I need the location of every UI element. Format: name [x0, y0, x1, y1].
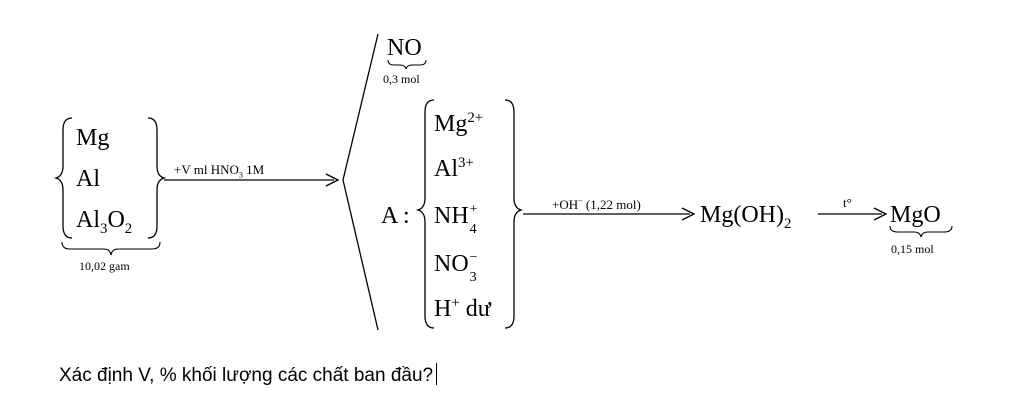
reactant-mg: Mg	[76, 125, 110, 151]
product-amount: 0,15 mol	[891, 242, 934, 256]
ion-al-charge: 3+	[458, 155, 474, 171]
arrow-1-label-sub: 3	[238, 170, 243, 180]
hydroxide-main: Mg(OH)	[700, 202, 784, 228]
arrow-2-label-charge: −	[578, 196, 583, 206]
al2o3-sub-3: 2	[124, 220, 133, 237]
gas-underbrace	[387, 59, 427, 70]
ion-nh4-sub: 4	[469, 222, 477, 237]
ion-no3-scripts: −3	[469, 251, 479, 285]
reactant-al: Al	[76, 166, 100, 192]
solution-right-brace	[504, 99, 524, 329]
al2o3-sub-2: 3	[100, 220, 108, 237]
solution-ion-nh4: NH+4	[434, 203, 479, 237]
ion-h-charge: +	[451, 295, 460, 311]
gas-amount: 0,3 mol	[383, 72, 420, 86]
ion-h-symbol: H	[434, 296, 452, 322]
product-underbrace	[889, 225, 953, 238]
ion-mg-symbol: Mg	[434, 111, 468, 137]
arrow-1-head	[325, 173, 340, 187]
ion-nh4-symbol: NH	[434, 203, 469, 229]
arrow-3-label: t°	[843, 195, 852, 210]
ion-mg-charge: 2+	[467, 110, 484, 126]
solution-ion-mg: Mg2+	[434, 110, 484, 137]
ion-no3-charge: −	[469, 250, 478, 265]
reactant-mass-label: 10,02 gam	[79, 259, 130, 273]
arrow-2-head	[681, 207, 696, 221]
arrow-2-label-suffix: (1,22 mol)	[582, 197, 641, 212]
split-line-upper	[342, 33, 379, 181]
hydroxide-sub: 2	[784, 215, 792, 232]
reactant-right-brace	[147, 117, 167, 239]
arrow-1-label-suffix: 1M	[242, 162, 265, 177]
solution-ion-h: H+ dư	[434, 295, 491, 322]
reactant-al2o3: Al3O2	[76, 207, 132, 236]
question-text: Xác định V, % khối lượng các chất ban đầ…	[59, 363, 438, 386]
hydroxide-formula: Mg(OH)2	[700, 202, 791, 231]
reactant-left-brace	[53, 117, 73, 239]
solution-label: A :	[381, 203, 410, 229]
arrow-3-head	[873, 207, 888, 221]
text-cursor	[436, 363, 438, 385]
ion-nh4-scripts: +4	[469, 203, 479, 237]
ion-no3-symbol: NO	[434, 251, 469, 277]
ion-al-symbol: Al	[434, 156, 458, 182]
mass-underbrace	[61, 241, 161, 256]
solution-ion-no3: NO−3	[434, 251, 479, 285]
ion-h-note: dư	[459, 296, 491, 322]
product-formula: MgO	[890, 202, 941, 228]
arrow-2-label: +OH− (1,22 mol)	[552, 196, 641, 212]
al2o3-al: Al	[76, 207, 100, 233]
split-line-lower	[342, 179, 379, 331]
ion-no3-sub: 3	[469, 270, 477, 285]
al2o3-o: O	[107, 207, 125, 233]
solution-left-brace	[415, 99, 435, 329]
gas-formula: NO	[387, 35, 422, 61]
solution-ion-al: Al3+	[434, 155, 474, 182]
arrow-1-label-prefix: +V ml HNO	[174, 162, 239, 177]
ion-nh4-charge: +	[469, 202, 478, 217]
arrow-2-label-prefix: +OH	[552, 197, 579, 212]
question-text-content: Xác định V, % khối lượng các chất ban đầ…	[59, 365, 434, 386]
arrow-1-label: +V ml HNO3 1M	[174, 162, 265, 179]
